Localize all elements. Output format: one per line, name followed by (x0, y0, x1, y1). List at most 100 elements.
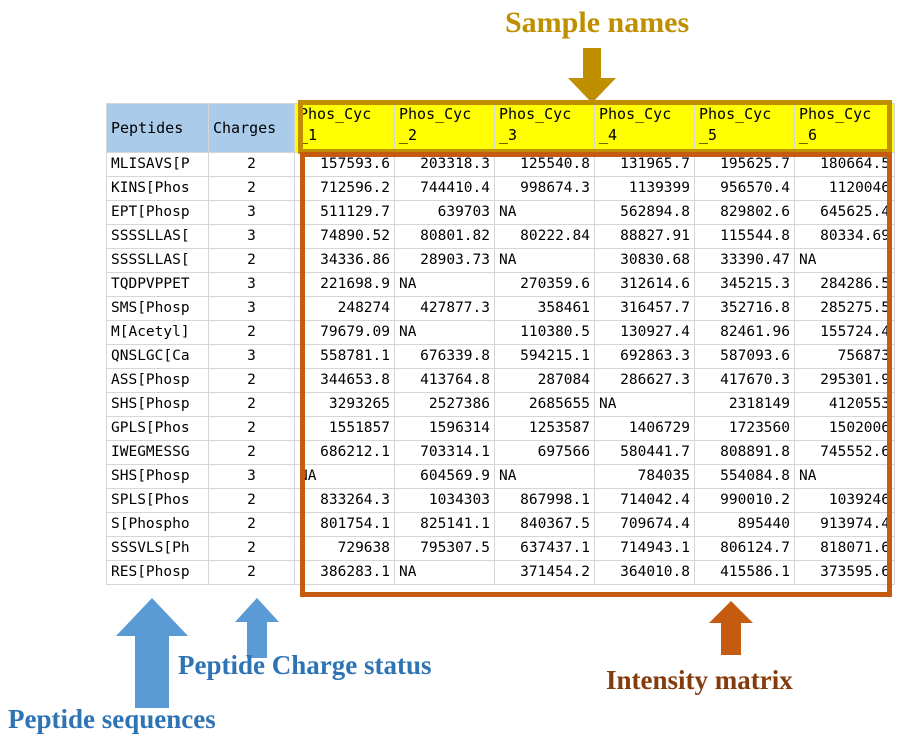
cell-intensity[interactable]: 825141.1 (394, 512, 495, 537)
cell-intensity[interactable]: 371454.2 (494, 560, 595, 585)
cell-intensity[interactable]: 287084 (494, 368, 595, 393)
cell-intensity[interactable]: 155724.4 (794, 320, 895, 345)
cell-intensity[interactable]: 115544.8 (694, 224, 795, 249)
cell-intensity[interactable]: NA (494, 464, 595, 489)
cell-intensity[interactable]: 818071.6 (794, 536, 895, 561)
cell-intensity[interactable]: 1253587 (494, 416, 595, 441)
cell-charge[interactable]: 3 (208, 272, 295, 297)
cell-charge[interactable]: 2 (208, 440, 295, 465)
cell-peptide[interactable]: SSSVLS[Ph (106, 536, 209, 561)
cell-charge[interactable]: 2 (208, 368, 295, 393)
cell-peptide[interactable]: SPLS[Phos (106, 488, 209, 513)
cell-peptide[interactable]: SMS[Phosp (106, 296, 209, 321)
cell-charge[interactable]: 2 (208, 152, 295, 177)
cell-intensity[interactable]: NA (494, 200, 595, 225)
cell-charge[interactable]: 3 (208, 224, 295, 249)
cell-charge[interactable]: 2 (208, 488, 295, 513)
cell-charge[interactable]: 2 (208, 392, 295, 417)
cell-intensity[interactable]: 1039246 (794, 488, 895, 513)
cell-intensity[interactable]: 157593.6 (294, 152, 395, 177)
cell-intensity[interactable]: 806124.7 (694, 536, 795, 561)
cell-intensity[interactable]: 703314.1 (394, 440, 495, 465)
column-header-sample-2[interactable]: Phos_Cyc _2 (394, 103, 495, 153)
cell-peptide[interactable]: SHS[Phosp (106, 464, 209, 489)
cell-intensity[interactable]: 1406729 (594, 416, 695, 441)
cell-intensity[interactable]: 744410.4 (394, 176, 495, 201)
cell-intensity[interactable]: 829802.6 (694, 200, 795, 225)
cell-intensity[interactable]: 2685655 (494, 392, 595, 417)
cell-intensity[interactable]: 801754.1 (294, 512, 395, 537)
cell-intensity[interactable]: 344653.8 (294, 368, 395, 393)
cell-intensity[interactable]: 312614.6 (594, 272, 695, 297)
cell-intensity[interactable]: 34336.86 (294, 248, 395, 273)
cell-intensity[interactable]: 33390.47 (694, 248, 795, 273)
cell-intensity[interactable]: 833264.3 (294, 488, 395, 513)
cell-intensity[interactable]: 427877.3 (394, 296, 495, 321)
cell-intensity[interactable]: NA (394, 560, 495, 585)
cell-intensity[interactable]: 386283.1 (294, 560, 395, 585)
cell-intensity[interactable]: 3293265 (294, 392, 395, 417)
cell-intensity[interactable]: 1551857 (294, 416, 395, 441)
cell-charge[interactable]: 2 (208, 248, 295, 273)
cell-intensity[interactable]: NA (394, 272, 495, 297)
cell-intensity[interactable]: 637437.1 (494, 536, 595, 561)
cell-intensity[interactable]: 840367.5 (494, 512, 595, 537)
cell-intensity[interactable]: 1139399 (594, 176, 695, 201)
cell-intensity[interactable]: 990010.2 (694, 488, 795, 513)
cell-intensity[interactable]: 2318149 (694, 392, 795, 417)
cell-intensity[interactable]: 88827.91 (594, 224, 695, 249)
cell-charge[interactable]: 2 (208, 512, 295, 537)
column-header-sample-1[interactable]: Phos_Cyc _1 (294, 103, 395, 153)
cell-intensity[interactable]: 1120046 (794, 176, 895, 201)
cell-peptide[interactable]: KINS[Phos (106, 176, 209, 201)
cell-intensity[interactable]: 639703 (394, 200, 495, 225)
cell-intensity[interactable]: 4120553 (794, 392, 895, 417)
cell-intensity[interactable]: 415586.1 (694, 560, 795, 585)
cell-intensity[interactable]: 712596.2 (294, 176, 395, 201)
cell-peptide[interactable]: SSSSLLAS[ (106, 224, 209, 249)
column-header-charges[interactable]: Charges (208, 103, 295, 153)
cell-peptide[interactable]: M[Acetyl] (106, 320, 209, 345)
cell-intensity[interactable]: 270359.6 (494, 272, 595, 297)
cell-intensity[interactable]: 74890.52 (294, 224, 395, 249)
cell-intensity[interactable]: 562894.8 (594, 200, 695, 225)
cell-charge[interactable]: 2 (208, 416, 295, 441)
cell-intensity[interactable]: 714042.4 (594, 488, 695, 513)
cell-intensity[interactable]: 125540.8 (494, 152, 595, 177)
cell-intensity[interactable]: 413764.8 (394, 368, 495, 393)
cell-intensity[interactable]: 284286.5 (794, 272, 895, 297)
cell-intensity[interactable]: 784035 (594, 464, 695, 489)
cell-intensity[interactable]: 511129.7 (294, 200, 395, 225)
cell-intensity[interactable]: 180664.5 (794, 152, 895, 177)
cell-charge[interactable]: 2 (208, 536, 295, 561)
cell-peptide[interactable]: MLISAVS[P (106, 152, 209, 177)
cell-intensity[interactable]: 587093.6 (694, 344, 795, 369)
cell-peptide[interactable]: QNSLGC[Ca (106, 344, 209, 369)
cell-intensity[interactable]: 203318.3 (394, 152, 495, 177)
cell-intensity[interactable]: 1502006 (794, 416, 895, 441)
cell-intensity[interactable]: 195625.7 (694, 152, 795, 177)
cell-intensity[interactable]: 131965.7 (594, 152, 695, 177)
cell-intensity[interactable]: NA (294, 464, 395, 489)
cell-intensity[interactable]: 352716.8 (694, 296, 795, 321)
cell-intensity[interactable]: 676339.8 (394, 344, 495, 369)
cell-intensity[interactable]: 998674.3 (494, 176, 595, 201)
cell-intensity[interactable]: 373595.6 (794, 560, 895, 585)
cell-peptide[interactable]: RES[Phosp (106, 560, 209, 585)
cell-intensity[interactable]: 956570.4 (694, 176, 795, 201)
cell-intensity[interactable]: NA (794, 248, 895, 273)
column-header-sample-4[interactable]: Phos_Cyc _4 (594, 103, 695, 153)
cell-intensity[interactable]: 1596314 (394, 416, 495, 441)
cell-intensity[interactable]: 286627.3 (594, 368, 695, 393)
cell-intensity[interactable]: 358461 (494, 296, 595, 321)
cell-intensity[interactable]: 1723560 (694, 416, 795, 441)
cell-charge[interactable]: 3 (208, 344, 295, 369)
